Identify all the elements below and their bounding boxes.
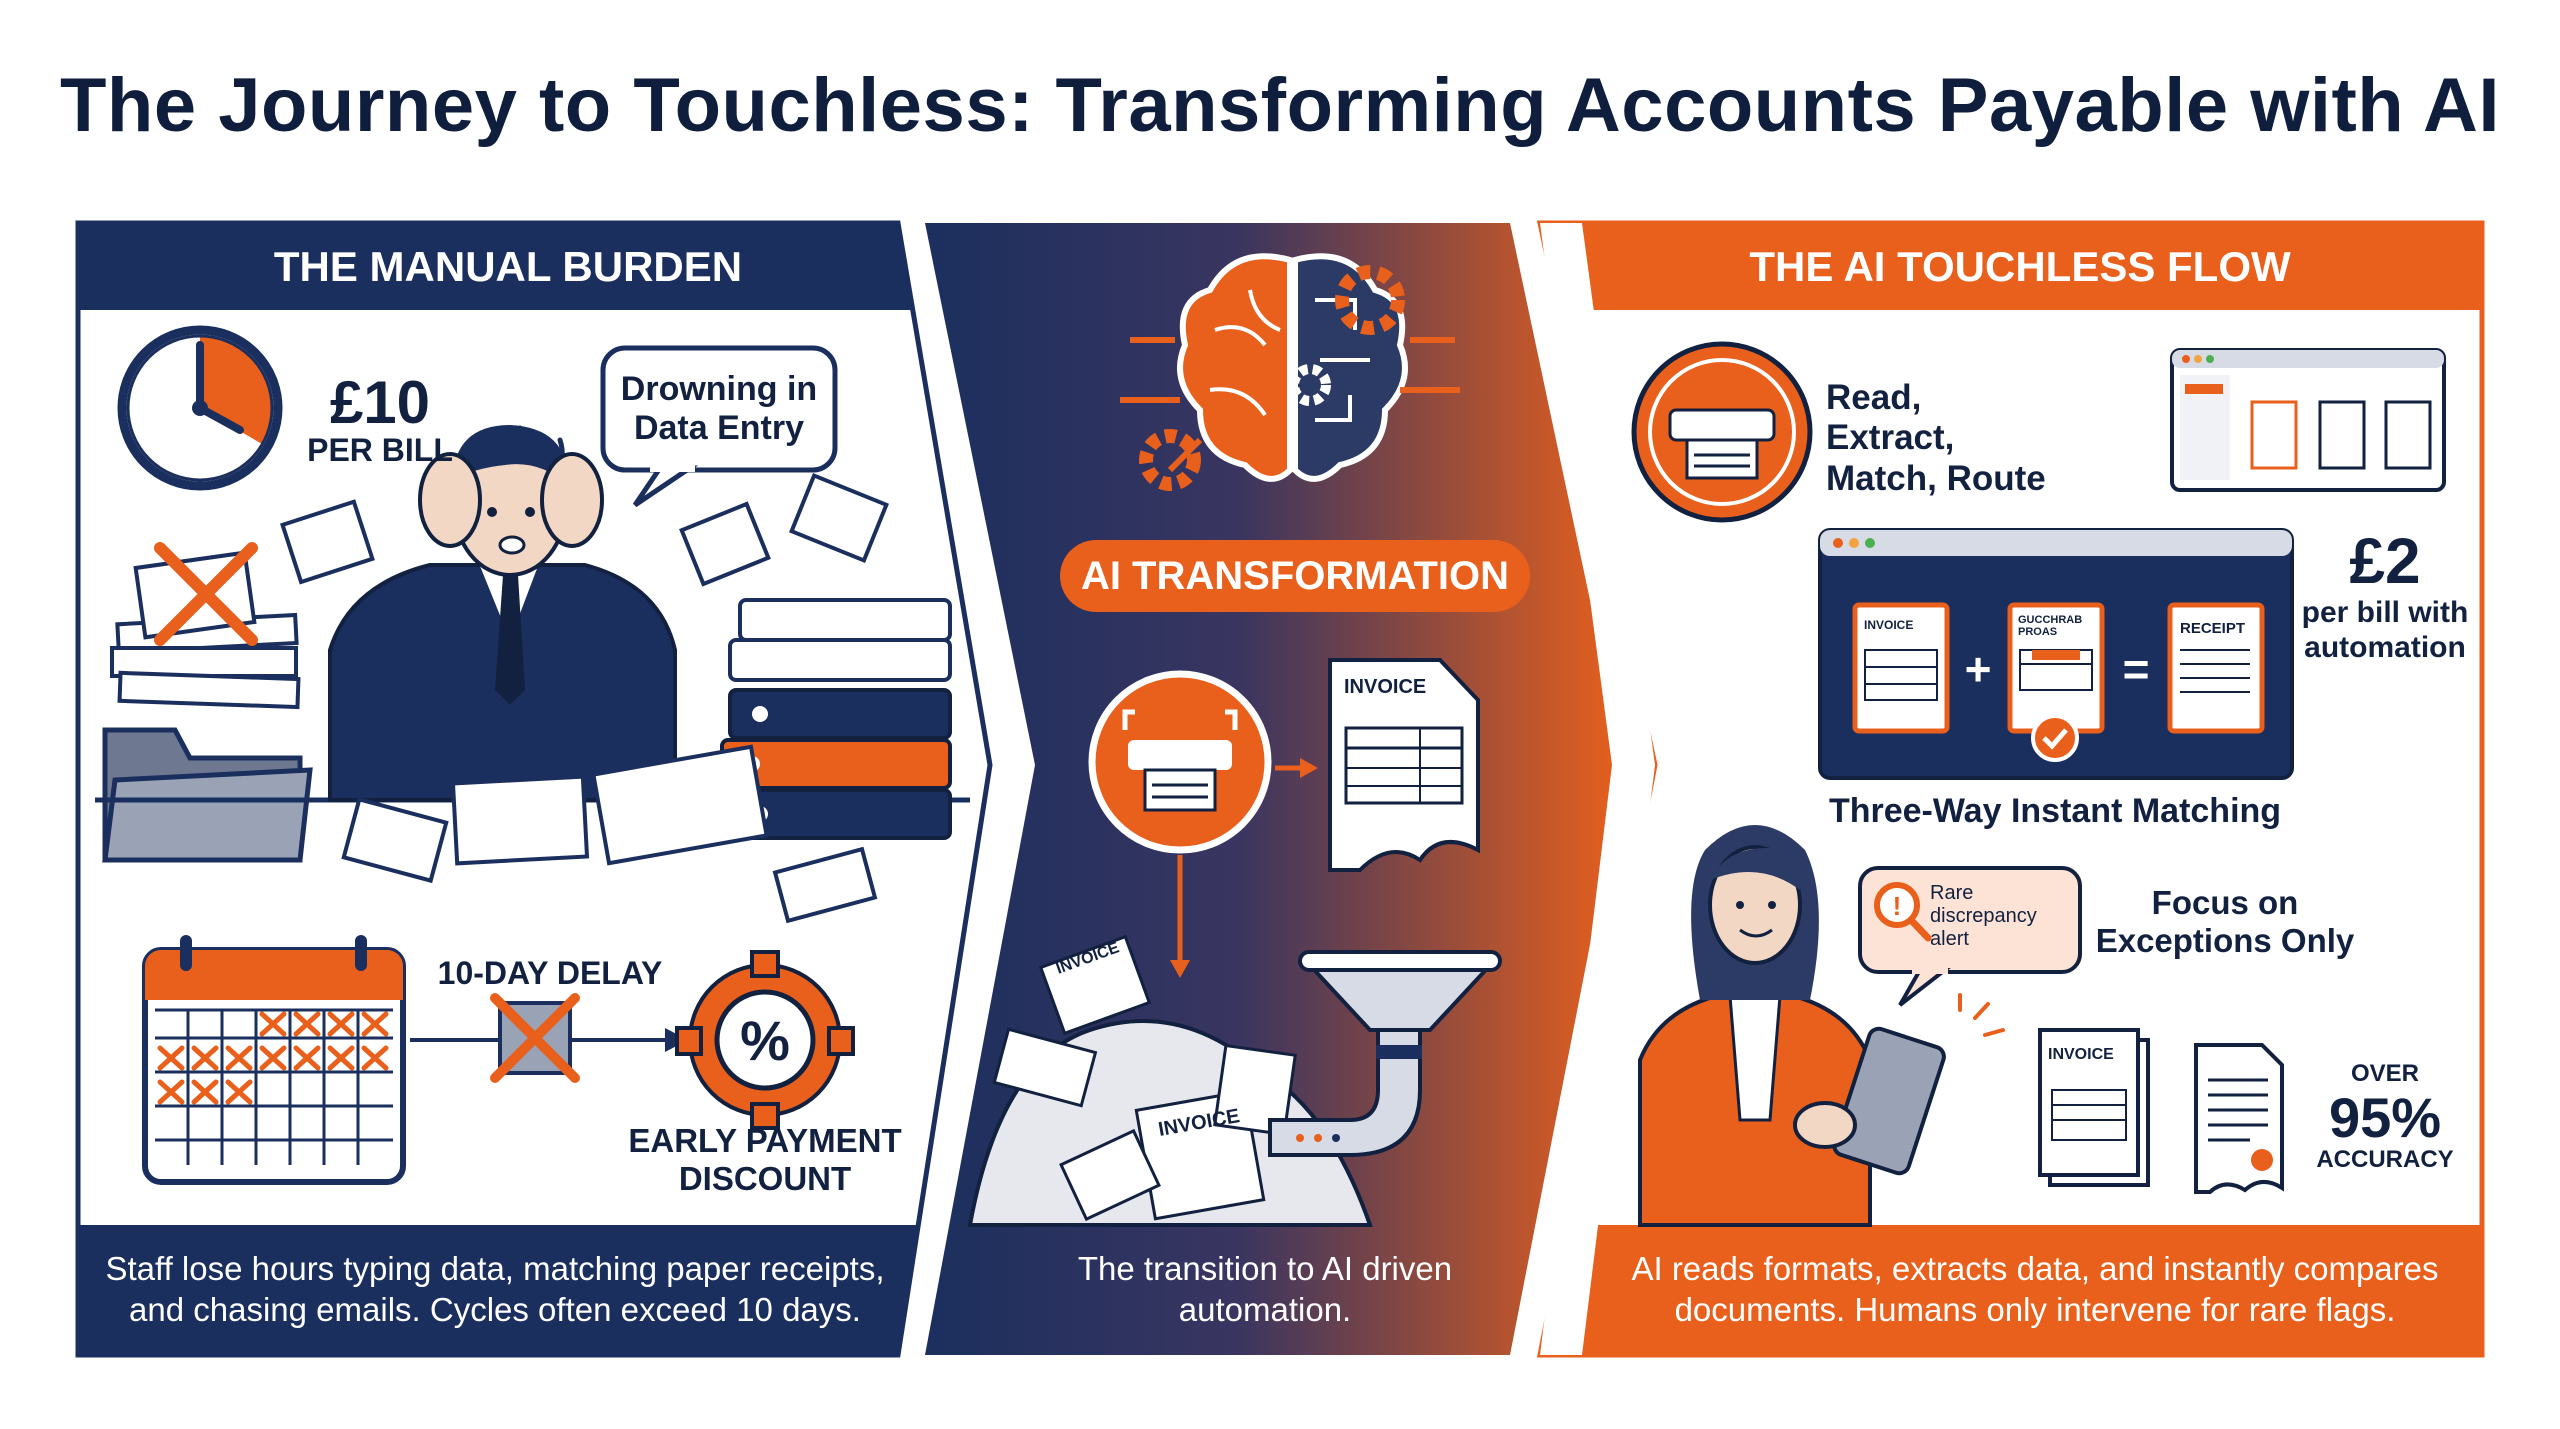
invoice-document xyxy=(1328,658,1480,872)
focus-label: Focus on Exceptions Only xyxy=(2095,884,2355,959)
binders-stack xyxy=(720,598,952,840)
discount-label: EARLY PAYMENT DISCOUNT xyxy=(628,1122,902,1197)
delay-label: 10-DAY DELAY xyxy=(437,955,663,991)
matching-window: + = xyxy=(1818,528,2294,780)
ai-brain-icon xyxy=(1120,253,1460,491)
calendar-icon xyxy=(142,935,406,1185)
accuracy-label: ACCURACY xyxy=(2316,1146,2454,1173)
verified-documents xyxy=(2038,1028,2284,1194)
svg-text:=: = xyxy=(2123,643,2150,695)
accuracy-over: OVER xyxy=(2350,1060,2419,1087)
ai-cost-value: £2 xyxy=(2349,525,2421,597)
desk-papers xyxy=(341,744,878,924)
invoice-top-label: INVOICE xyxy=(1344,676,1427,698)
paper-pile xyxy=(967,934,1373,1227)
manual-cost-unit: PER BILL xyxy=(307,432,453,468)
processing-funnel xyxy=(1268,950,1502,1157)
match-doc-3-label: RECEIPT xyxy=(2180,620,2246,637)
scanner-icon-right xyxy=(1631,341,1813,523)
svg-text:%: % xyxy=(740,1009,790,1072)
matching-caption: Three-Way Instant Matching xyxy=(1828,792,2282,830)
ai-footer: AI reads formats, extracts data, and ins… xyxy=(1631,1250,2439,1329)
svg-text:!: ! xyxy=(1893,891,1902,921)
manual-footer: Staff lose hours typing data, matching p… xyxy=(105,1250,885,1329)
flow-arrow-right xyxy=(1275,758,1318,778)
ai-transformation-badge xyxy=(1060,540,1530,612)
manual-header: THE MANUAL BURDEN xyxy=(273,243,743,290)
flow-arrow-down xyxy=(1170,855,1190,978)
stressed-worker-illustration xyxy=(328,425,677,802)
rejected-x-icon xyxy=(154,542,258,646)
folder-icon xyxy=(102,727,313,863)
speech-text: Drowning in Data Entry xyxy=(620,370,818,448)
accuracy-value: 95% xyxy=(2328,1086,2442,1149)
match-doc-2-label: GUCCHRAB PROAS xyxy=(2018,614,2083,639)
scanner-icon xyxy=(1088,670,1272,854)
ai-transformation-label: AI TRANSFORMATION xyxy=(1080,554,1510,598)
svg-text:+: + xyxy=(1965,643,1992,695)
ai-cost-unit: per bill with automation xyxy=(2301,596,2469,664)
speech-bubble xyxy=(600,345,838,508)
invoice-small-label: INVOICE xyxy=(2048,1046,2114,1063)
dashboard-window xyxy=(2170,348,2446,492)
clock-icon xyxy=(117,325,283,491)
scan-label: Read, Extract, Match, Route xyxy=(1826,378,2046,498)
flying-papers-icon xyxy=(280,472,890,587)
manual-cost-value: £10 xyxy=(329,369,431,436)
ai-header: THE AI TOUCHLESS FLOW xyxy=(1749,243,2291,290)
magnifier-alert-icon: ! xyxy=(1874,882,1932,942)
chevron-divider xyxy=(1540,223,1655,1355)
ap-specialist-illustration xyxy=(1638,825,2005,1227)
page-title: The Journey to Touchless: Transforming A… xyxy=(60,63,2500,148)
percent-badge-icon: % xyxy=(675,950,855,1130)
transition-footer: The transition to AI driven automation. xyxy=(1077,1250,1453,1329)
delay-arrow-icon xyxy=(410,993,688,1083)
alert-text: Rare discrepancy alert xyxy=(1930,882,2037,950)
match-doc-1-label: INVOICE xyxy=(1864,618,1914,632)
